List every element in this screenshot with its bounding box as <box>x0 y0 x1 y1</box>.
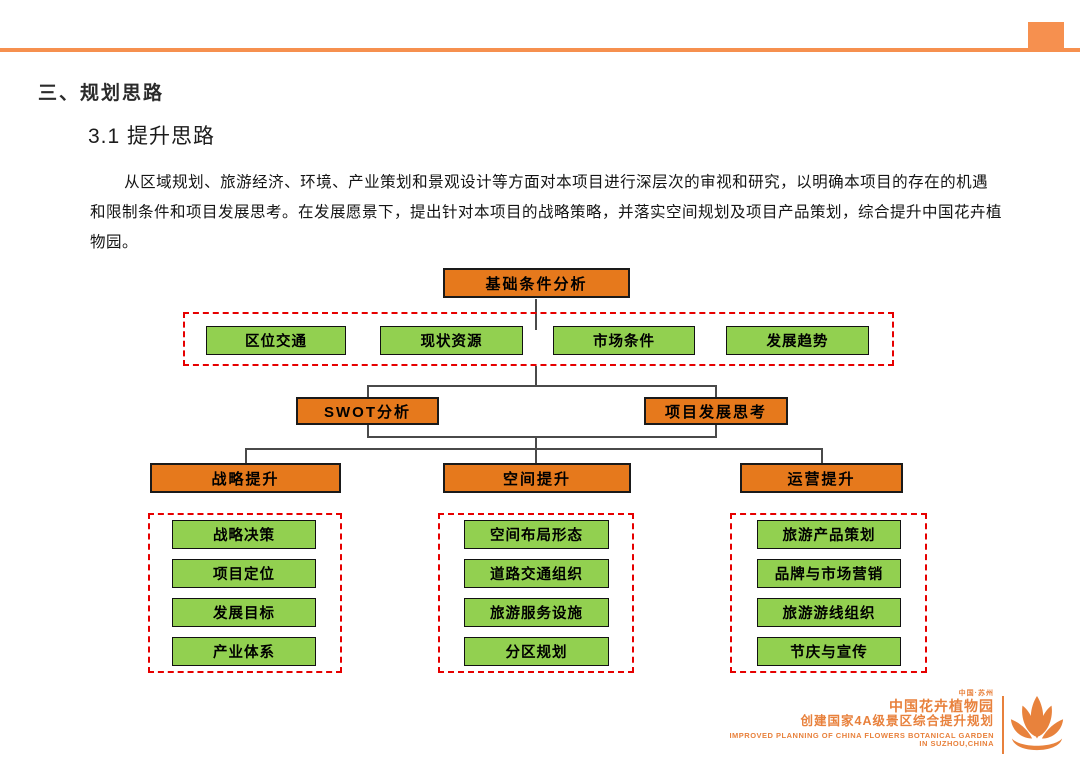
section-title: 三、规划思路 <box>38 83 165 104</box>
connector-line <box>367 425 369 436</box>
flow-item: 旅游游线组织 <box>757 598 901 627</box>
flow-branch-operation: 运营提升 <box>740 463 903 493</box>
flow-node-root: 基础条件分析 <box>443 268 630 298</box>
flow-node-project-thinking: 项目发展思考 <box>644 397 788 425</box>
connector-line <box>715 425 717 436</box>
connector-line <box>245 448 247 463</box>
footer-title-en: IMPROVED PLANNING OF CHINA FLOWERS BOTAN… <box>729 730 994 740</box>
connector-line <box>367 385 369 397</box>
flow-branch-strategy: 战略提升 <box>150 463 341 493</box>
flow-item: 空间布局形态 <box>464 520 609 549</box>
flow-item: 发展目标 <box>172 598 316 627</box>
footer-location: 中国·苏州 <box>958 690 994 697</box>
top-accent-square <box>1028 22 1064 52</box>
lotus-logo-icon <box>1008 692 1066 763</box>
flow-item: 分区规划 <box>464 637 609 666</box>
footer-divider <box>1002 696 1004 754</box>
analysis-dashed-group <box>183 312 894 366</box>
paragraph-line: 从区域规划、旅游经济、环境、产业策划和景观设计等方面对本项目进行深层次的审视和研… <box>124 174 989 191</box>
flow-item: 旅游产品策划 <box>757 520 901 549</box>
flow-node-swot: SWOT分析 <box>296 397 439 425</box>
connector-line <box>367 385 717 387</box>
footer-subtitle-cn: 创建国家4A级景区综合提升规划 <box>800 714 994 729</box>
flow-branch-space: 空间提升 <box>443 463 631 493</box>
paragraph-line: 和限制条件和项目发展思考。在发展愿景下，提出针对本项目的战略策略，并落实空间规划… <box>90 204 1003 221</box>
flow-item: 产业体系 <box>172 637 316 666</box>
intro-paragraph: 从区域规划、旅游经济、环境、产业策划和景观设计等方面对本项目进行深层次的审视和研… <box>90 168 1050 258</box>
paragraph-line: 物园。 <box>90 234 139 251</box>
flow-item: 品牌与市场营销 <box>757 559 901 588</box>
flow-node-analysis: 市场条件 <box>553 326 695 355</box>
space-dashed-group <box>438 513 634 673</box>
flow-item: 节庆与宣传 <box>757 637 901 666</box>
strategy-dashed-group <box>148 513 342 673</box>
flow-item: 项目定位 <box>172 559 316 588</box>
footer-title-cn: 中国花卉植物园 <box>889 698 994 715</box>
connector-line <box>535 366 537 385</box>
flow-node-analysis: 发展趋势 <box>726 326 869 355</box>
connector-line <box>821 448 823 463</box>
top-accent-line <box>0 48 1080 52</box>
connector-line <box>245 448 822 450</box>
flow-node-analysis: 区位交通 <box>206 326 346 355</box>
flow-item: 旅游服务设施 <box>464 598 609 627</box>
footer-subtitle-en: IN SUZHOU,CHINA <box>919 739 994 749</box>
flow-item: 战略决策 <box>172 520 316 549</box>
footer-text-block: 中国·苏州 中国花卉植物园 创建国家4A级景区综合提升规划 IMPROVED P… <box>574 690 994 749</box>
connector-line <box>535 448 537 463</box>
connector-line <box>367 436 717 438</box>
flow-item: 道路交通组织 <box>464 559 609 588</box>
connector-line <box>535 299 537 330</box>
operation-dashed-group <box>730 513 927 673</box>
connector-line <box>715 385 717 397</box>
flow-node-analysis: 现状资源 <box>380 326 523 355</box>
subsection-title: 3.1 提升思路 <box>88 125 216 148</box>
connector-line <box>535 436 537 448</box>
